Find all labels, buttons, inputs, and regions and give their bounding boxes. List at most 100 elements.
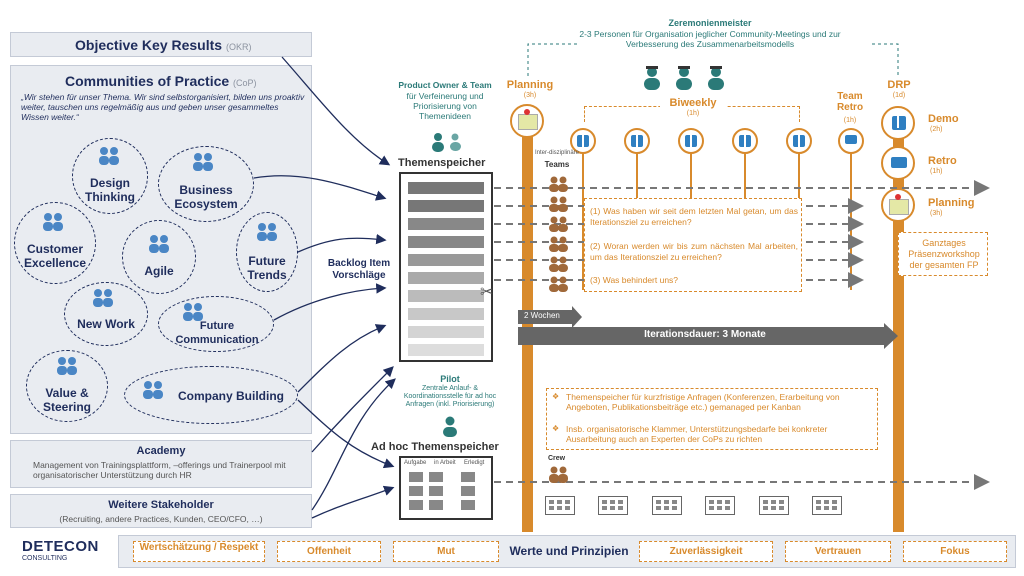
academy-box: Academy Management von Trainingsplattfor… bbox=[10, 440, 312, 488]
backlog-item bbox=[408, 326, 484, 338]
pilot-title: Pilot bbox=[440, 374, 460, 384]
team-icon bbox=[549, 176, 568, 192]
retro-title: Retro bbox=[928, 155, 957, 167]
label-future-trends: Future Trends bbox=[247, 254, 287, 282]
connector-arrows bbox=[253, 56, 396, 519]
people-icons bbox=[43, 147, 277, 399]
label-future-communication: Future Communication bbox=[175, 320, 259, 346]
label-design-thinking: Design Thinking bbox=[85, 176, 135, 204]
adhoc-col-2: in Arbeit bbox=[434, 460, 456, 466]
teamretro-icon bbox=[838, 128, 864, 154]
team-icon bbox=[549, 196, 568, 212]
people-icon bbox=[43, 213, 63, 231]
chat-icon bbox=[845, 135, 857, 144]
stakeholder-box: Weitere Stakeholder (Recruiting, andere … bbox=[10, 494, 312, 528]
kanban-card bbox=[461, 486, 475, 496]
bullet-2: Insb. organisatorische Klammer, Unterstü… bbox=[566, 424, 828, 444]
drp-title: DRP bbox=[887, 79, 911, 91]
retro-icon bbox=[881, 146, 915, 180]
teamretro-title: Team Retro bbox=[836, 91, 864, 113]
backlog-item bbox=[408, 308, 484, 320]
label-agile: Agile bbox=[144, 264, 174, 278]
backlog-item bbox=[408, 272, 484, 284]
biweekly-title: Biweekly bbox=[660, 97, 726, 109]
stakeholder-title: Weitere Stakeholder bbox=[108, 499, 214, 511]
question-2: (2) Woran werden wir bis zum nächsten Ma… bbox=[590, 241, 798, 262]
backlog-item bbox=[408, 200, 484, 212]
chat-icon bbox=[891, 157, 907, 168]
academy-text: Management von Trainingsplattform, –offe… bbox=[33, 460, 286, 480]
teamretro-dur: (1h) bbox=[843, 117, 857, 124]
cop-quote: „Wir stehen für unser Thema. Wir sind se… bbox=[21, 92, 305, 122]
bubble-customer-excellence bbox=[14, 202, 96, 284]
planning2-title: Planning bbox=[928, 197, 975, 209]
people-icon bbox=[93, 289, 113, 307]
cop-abbr: (CoP) bbox=[233, 78, 257, 88]
arrow-trends bbox=[297, 233, 387, 253]
okr-title: Objective Key Results bbox=[75, 37, 223, 53]
ganztages-text: Ganztages Präsenzworkshop der gesamten F… bbox=[908, 238, 980, 270]
value-wertschaetzung-text: Wertschätzung / Respekt bbox=[139, 542, 259, 553]
pin-icon bbox=[895, 194, 901, 200]
calendar-icon bbox=[598, 496, 628, 515]
value-fokus: Fokus bbox=[903, 541, 1007, 562]
kanban-card bbox=[409, 486, 423, 496]
zeremonien-connector bbox=[527, 43, 899, 76]
drp-timeline bbox=[893, 110, 904, 532]
question-1: (1) Was haben wir seit dem letzten Mal g… bbox=[590, 206, 798, 227]
biweekly-icon-4 bbox=[732, 128, 758, 154]
label-company-building: Company Building bbox=[178, 389, 284, 403]
zeremonien-people-icon bbox=[644, 66, 724, 90]
label-value-steering: Value & Steering bbox=[42, 386, 91, 414]
people-icon bbox=[143, 381, 163, 399]
backlog-item bbox=[408, 182, 484, 194]
adhoc-col-1: Aufgabe bbox=[404, 460, 427, 466]
backlog-label: Backlog Item Vorschläge bbox=[327, 258, 391, 281]
stakeholder-text: (Recruiting, andere Practices, Kunden, C… bbox=[59, 514, 263, 524]
value-zuverlaessigkeit: Zuverlässigkeit bbox=[639, 541, 773, 562]
zwei-wochen-label: 2 Wochen bbox=[524, 311, 560, 320]
calendar-icon bbox=[545, 496, 575, 515]
planning-icon bbox=[510, 104, 544, 138]
okr-abbr: (OKR) bbox=[225, 42, 252, 52]
team-icon bbox=[549, 256, 568, 272]
kanban-card bbox=[429, 472, 443, 482]
people-icon bbox=[149, 235, 169, 253]
demo-dur: (2h) bbox=[930, 126, 943, 133]
demo-title: Demo bbox=[928, 113, 959, 125]
bubble-design-thinking bbox=[72, 138, 148, 214]
kanban-card bbox=[429, 500, 443, 510]
iteration-label: Iterationsdauer: 3 Monate bbox=[644, 329, 766, 340]
bubble-value-steering bbox=[26, 350, 108, 422]
value-offenheit: Offenheit bbox=[277, 541, 381, 562]
team-icon bbox=[549, 276, 568, 292]
crew-label: Crew bbox=[548, 455, 566, 462]
iteration-arrow bbox=[518, 323, 898, 349]
backlog-item bbox=[408, 218, 484, 230]
backlog-item bbox=[408, 290, 484, 302]
team-icon bbox=[549, 216, 568, 232]
adhoc-title: Ad hoc Themenspeicher bbox=[371, 441, 499, 453]
scissors-icon: ✂ bbox=[480, 284, 494, 301]
biweekly-icon-1 bbox=[570, 128, 596, 154]
team-icon bbox=[549, 236, 568, 252]
adhoc-info-box bbox=[546, 388, 878, 450]
planning2-dur: (3h) bbox=[930, 210, 943, 217]
calendar-icon bbox=[759, 496, 789, 515]
adhoc-board: Aufgabe in Arbeit Erledigt bbox=[399, 456, 493, 520]
pin-icon bbox=[524, 109, 530, 115]
people-icon bbox=[193, 153, 213, 171]
people-icon bbox=[57, 357, 77, 375]
backlog-item bbox=[408, 236, 484, 248]
arrow-stakeholder bbox=[311, 378, 396, 511]
calendar-icon bbox=[812, 496, 842, 515]
biweekly-icon-3 bbox=[678, 128, 704, 154]
kanban-card bbox=[461, 500, 475, 510]
calendar-icon bbox=[652, 496, 682, 515]
people-icon bbox=[183, 303, 203, 321]
bubble-future-communication bbox=[158, 296, 274, 352]
value-vertrauen: Vertrauen bbox=[785, 541, 891, 562]
cop-title: Communities of Practice bbox=[65, 73, 230, 89]
arrow-okr bbox=[281, 56, 391, 166]
planning2-icon bbox=[881, 188, 915, 222]
